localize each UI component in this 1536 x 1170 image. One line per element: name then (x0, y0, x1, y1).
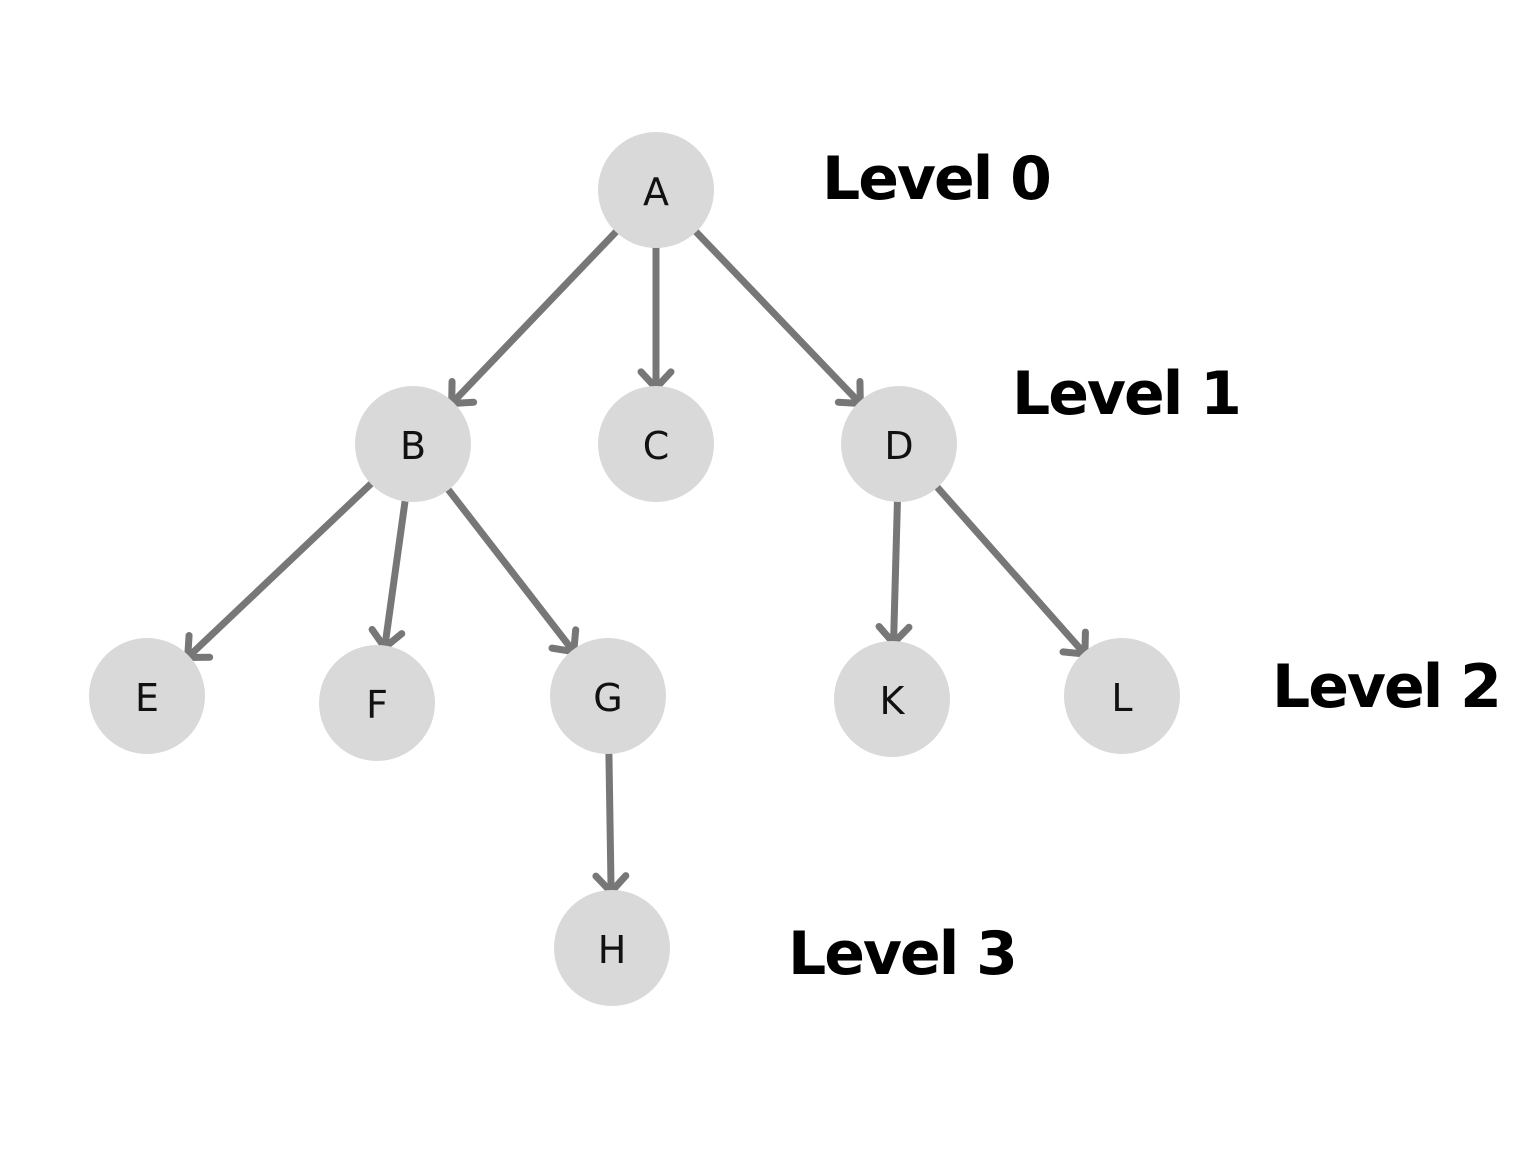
edge-a-d (692, 228, 864, 408)
nodes-layer: A B C D E F G K L H (89, 132, 1180, 1006)
level-label-3: Level 3 (788, 919, 1016, 989)
edge-d-k (875, 498, 913, 647)
level-label-1: Level 1 (1012, 359, 1240, 429)
node-circle (554, 890, 670, 1006)
node-d: D (841, 386, 957, 502)
edge-line (444, 486, 578, 656)
node-label: C (643, 424, 670, 468)
node-k: K (834, 641, 950, 757)
edge-a-b (448, 228, 620, 408)
node-f: F (319, 645, 435, 761)
level-label-2: Level 2 (1272, 652, 1500, 722)
node-circle (355, 386, 471, 502)
edge-d-l (933, 483, 1089, 658)
node-label: B (400, 424, 426, 468)
node-label: A (643, 170, 669, 214)
node-label: L (1111, 676, 1132, 720)
node-circle (319, 645, 435, 761)
node-e: E (89, 638, 205, 754)
node-a: A (598, 132, 714, 248)
edges-layer (184, 228, 1089, 896)
edge-line (184, 480, 375, 661)
edge-b-e (184, 480, 375, 661)
edge-line (605, 750, 615, 896)
node-l: L (1064, 638, 1180, 754)
node-circle (841, 386, 957, 502)
node-h: H (554, 890, 670, 1006)
edge-line (381, 497, 409, 652)
edge-line (448, 228, 620, 408)
node-b: B (355, 386, 471, 502)
level-labels-layer: Level 0 Level 1 Level 2 Level 3 (788, 144, 1502, 989)
edge-g-h (592, 750, 630, 896)
node-circle (89, 638, 205, 754)
node-circle (1064, 638, 1180, 754)
node-circle (834, 641, 950, 757)
node-label: H (598, 928, 627, 972)
edge-line (692, 228, 864, 408)
node-label: F (366, 683, 388, 727)
node-circle (550, 638, 666, 754)
node-label: K (880, 679, 906, 723)
edge-b-g (444, 486, 580, 656)
node-label: E (135, 676, 159, 720)
node-label: D (884, 424, 913, 468)
node-c: C (598, 386, 714, 502)
edge-line (933, 483, 1089, 658)
level-label-0: Level 0 (822, 144, 1050, 214)
node-circle (598, 386, 714, 502)
edge-line (890, 498, 901, 647)
edge-b-f (368, 497, 409, 652)
edge-a-c (637, 244, 675, 392)
node-g: G (550, 638, 666, 754)
node-circle (598, 132, 714, 248)
node-label: G (593, 676, 622, 720)
